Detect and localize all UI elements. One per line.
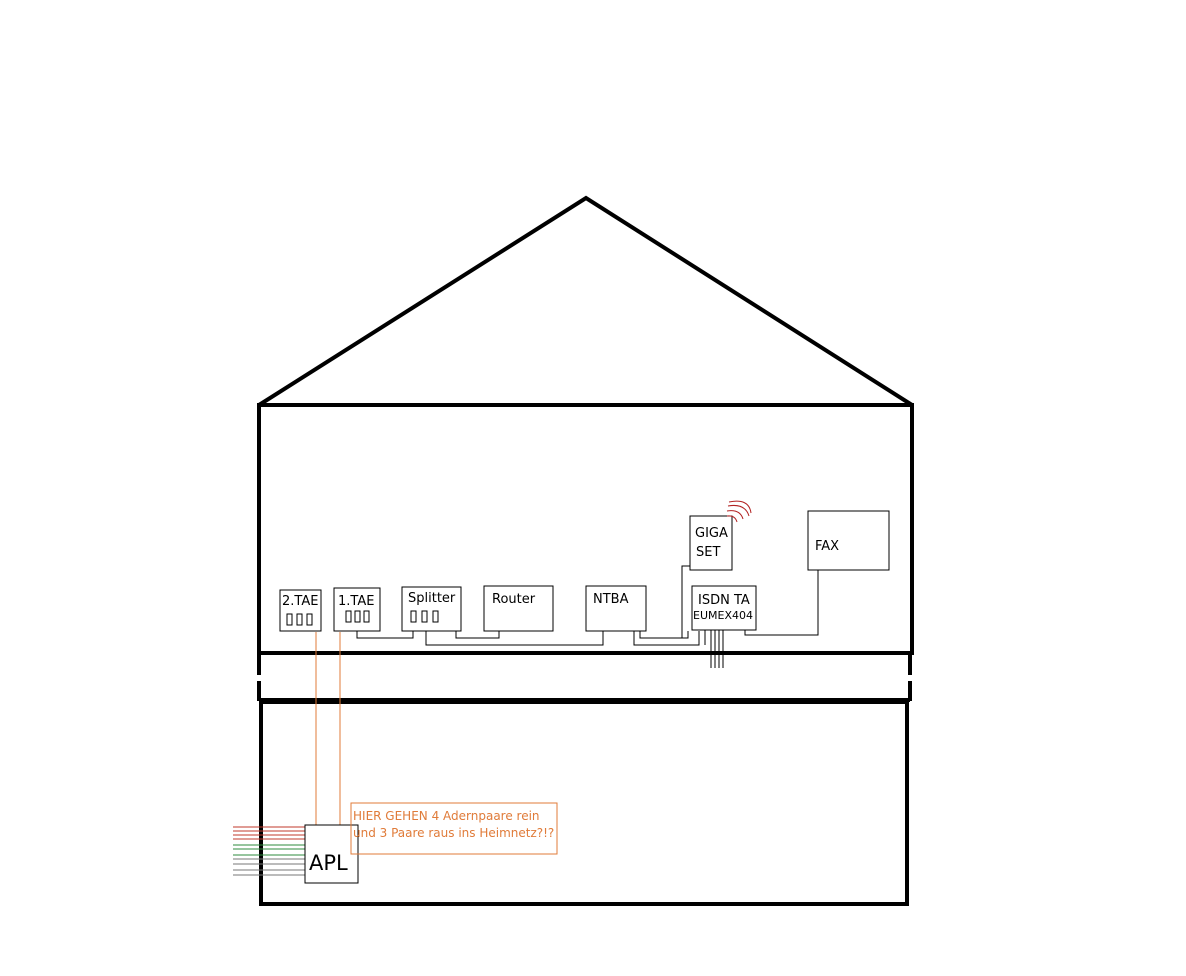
tae2-device: 2.TAE (279, 589, 322, 632)
tae1-socket-3 (363, 610, 370, 623)
ntba-device: NTBA (585, 585, 647, 632)
isdn-ta-device: ISDN TA EUMEX404 (691, 585, 757, 631)
gigaset-label-line-1: GIGA (695, 526, 728, 541)
tae2-socket-3 (306, 613, 313, 626)
wire-gigaset-to-isdnta (681, 565, 690, 638)
tae1-device: 1.TAE (333, 587, 381, 632)
tae1-socket-2 (354, 610, 361, 623)
wire-splitter-to-ntba (425, 624, 604, 646)
ntba-label: NTBA (593, 592, 629, 607)
wire-ntba-to-isdnta-2 (639, 631, 689, 639)
tae2-socket-2 (296, 613, 303, 626)
tae1-label: 1.TAE (338, 594, 374, 609)
apl-label: APL (309, 851, 348, 875)
roof (257, 195, 914, 407)
router-device: Router (483, 585, 554, 632)
tae2-socket-1 (286, 613, 293, 626)
isdnta-downlinks (704, 630, 724, 668)
wire-isdnta-to-fax (744, 566, 819, 636)
router-label: Router (492, 592, 536, 607)
isdn-ta-model-label: EUMEX404 (693, 609, 753, 622)
basement-walls (259, 700, 909, 906)
splitter-socket-2 (421, 610, 428, 623)
splitter-socket-3 (432, 610, 439, 623)
annotation-line-1: HIER GEHEN 4 Adernpaare rein (353, 809, 540, 823)
annotation-box (350, 802, 558, 855)
tae2-label: 2.TAE (282, 594, 318, 609)
incoming-wire-pairs (233, 826, 306, 876)
splitter-socket-1 (410, 610, 417, 623)
splitter-label: Splitter (408, 591, 456, 606)
gigaset-device: GIGA SET (689, 515, 733, 571)
fax-label: FAX (815, 539, 839, 554)
gigaset-label-line-2: SET (696, 545, 720, 560)
annotation-line-2: und 3 Paare raus ins Heimnetz?!? (353, 826, 554, 840)
tae1-socket-1 (345, 610, 352, 623)
isdn-ta-label: ISDN TA (698, 593, 750, 608)
fax-device: FAX (807, 510, 890, 571)
splitter-device: Splitter (401, 586, 462, 632)
wire-ntba-to-isdnta (633, 631, 700, 646)
radio-waves-icon (726, 500, 752, 523)
wire-splitter-to-router (455, 631, 500, 639)
apl-box (304, 824, 359, 884)
